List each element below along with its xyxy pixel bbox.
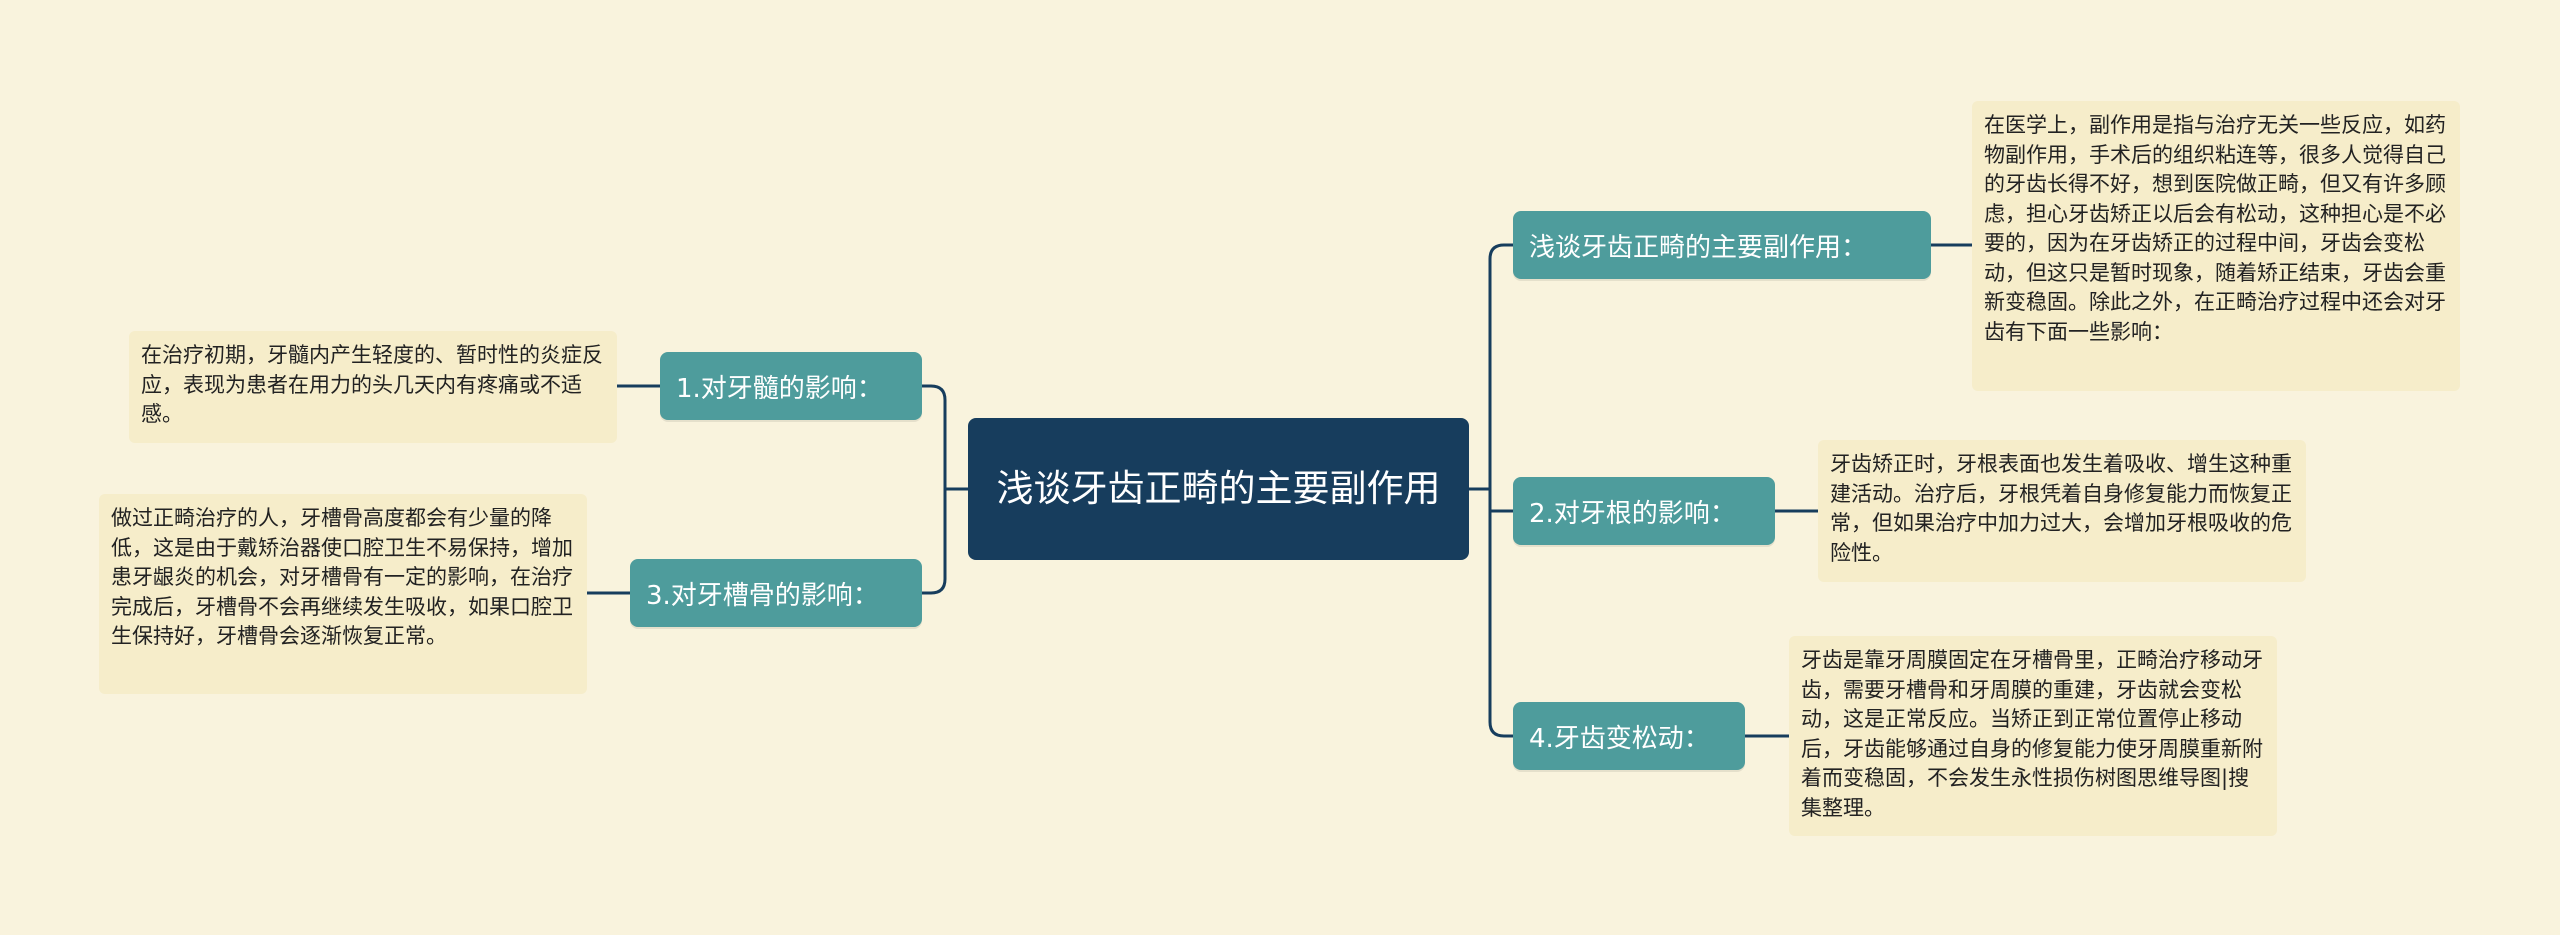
branch-tooth-root[interactable]: 2.对牙根的影响： <box>1513 477 1775 545</box>
connector-branch-left <box>922 384 947 401</box>
branch-alveolar-bone[interactable]: 3.对牙槽骨的影响： <box>630 559 922 627</box>
connector-branch-right <box>1488 721 1513 738</box>
detail-side-effects[interactable]: 在医学上，副作用是指与治疗无关一些反应，如药物副作用，手术后的组织粘连等，很多人… <box>1972 101 2460 391</box>
detail-alveolar-bone[interactable]: 做过正畸治疗的人，牙槽骨高度都会有少量的降低，这是由于戴矫治器使口腔卫生不易保持… <box>99 494 587 694</box>
branch-tooth-loosening[interactable]: 4.牙齿变松动： <box>1513 702 1745 770</box>
connector-branch-left <box>922 578 947 595</box>
connector-branch-right <box>1488 243 1513 260</box>
branch-side-effects[interactable]: 浅谈牙齿正畸的主要副作用： <box>1513 211 1931 279</box>
central-topic[interactable]: 浅谈牙齿正畸的主要副作用 <box>968 418 1469 560</box>
detail-dental-pulp[interactable]: 在治疗初期，牙髓内产生轻度的、暂时性的炎症反应，表现为患者在用力的头几天内有疼痛… <box>129 331 617 443</box>
branch-dental-pulp[interactable]: 1.对牙髓的影响： <box>660 352 922 420</box>
detail-tooth-loosening[interactable]: 牙齿是靠牙周膜固定在牙槽骨里，正畸治疗移动牙齿，需要牙槽骨和牙周膜的重建，牙齿就… <box>1789 636 2277 836</box>
detail-tooth-root[interactable]: 牙齿矫正时，牙根表面也发生着吸收、增生这种重建活动。治疗后，牙根凭着自身修复能力… <box>1818 440 2306 582</box>
